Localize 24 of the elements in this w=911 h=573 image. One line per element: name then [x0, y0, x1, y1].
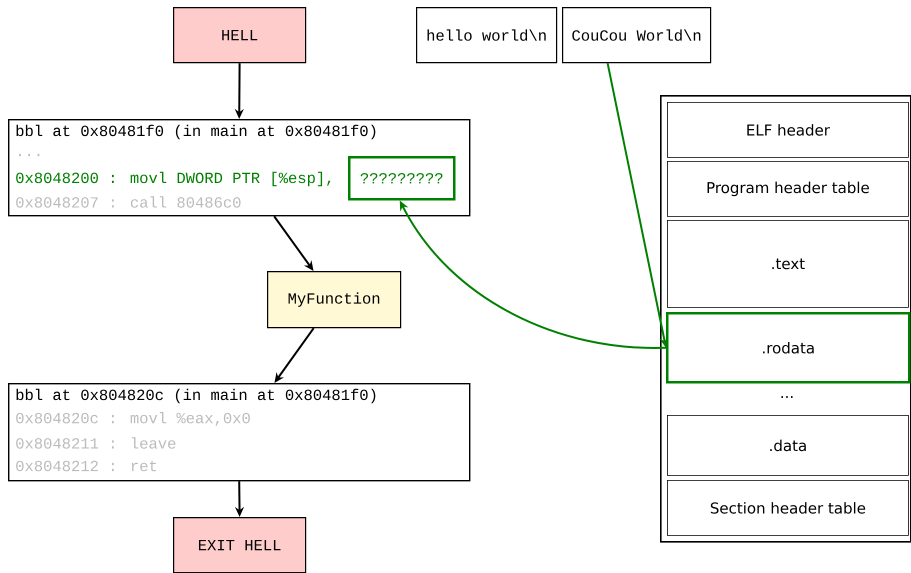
code-block	[8, 119, 470, 216]
section-box: Section header table	[667, 480, 909, 536]
process-box: HELL	[173, 7, 306, 64]
section-box: Program header table	[667, 161, 909, 217]
code-line: 0x8048211 : leave	[16, 437, 176, 449]
process-box: hello world\n	[416, 7, 558, 64]
process-box: CouCou World\n	[562, 7, 712, 64]
process-box: MyFunction	[267, 271, 402, 328]
section-box: .data	[667, 415, 909, 476]
code-line: bbl at 0x80481f0 (in main at 0x80481f0)	[16, 124, 376, 140]
code-line: bbl at 0x804820c (in main at 0x80481f0)	[16, 388, 376, 404]
code-block	[8, 383, 470, 482]
section-box: .text	[667, 220, 909, 308]
code-line: 0x8048207 : call 80486c0	[16, 196, 241, 208]
code-line: 0x8048212 : ret	[16, 460, 156, 472]
code-line: 0x8048200 : movl DWORD PTR [%esp],	[16, 172, 330, 186]
process-box: EXIT HELL	[173, 517, 306, 573]
file-layout-box	[660, 95, 911, 543]
section-box: ELF header	[667, 102, 909, 158]
section-box: .rodata	[666, 312, 910, 384]
ellipsis-label: ...	[781, 396, 793, 398]
highlight-box: ?????????	[348, 156, 456, 200]
code-line: ...	[18, 154, 40, 156]
code-line: 0x804820c : movl %eax,0x0	[16, 412, 250, 426]
